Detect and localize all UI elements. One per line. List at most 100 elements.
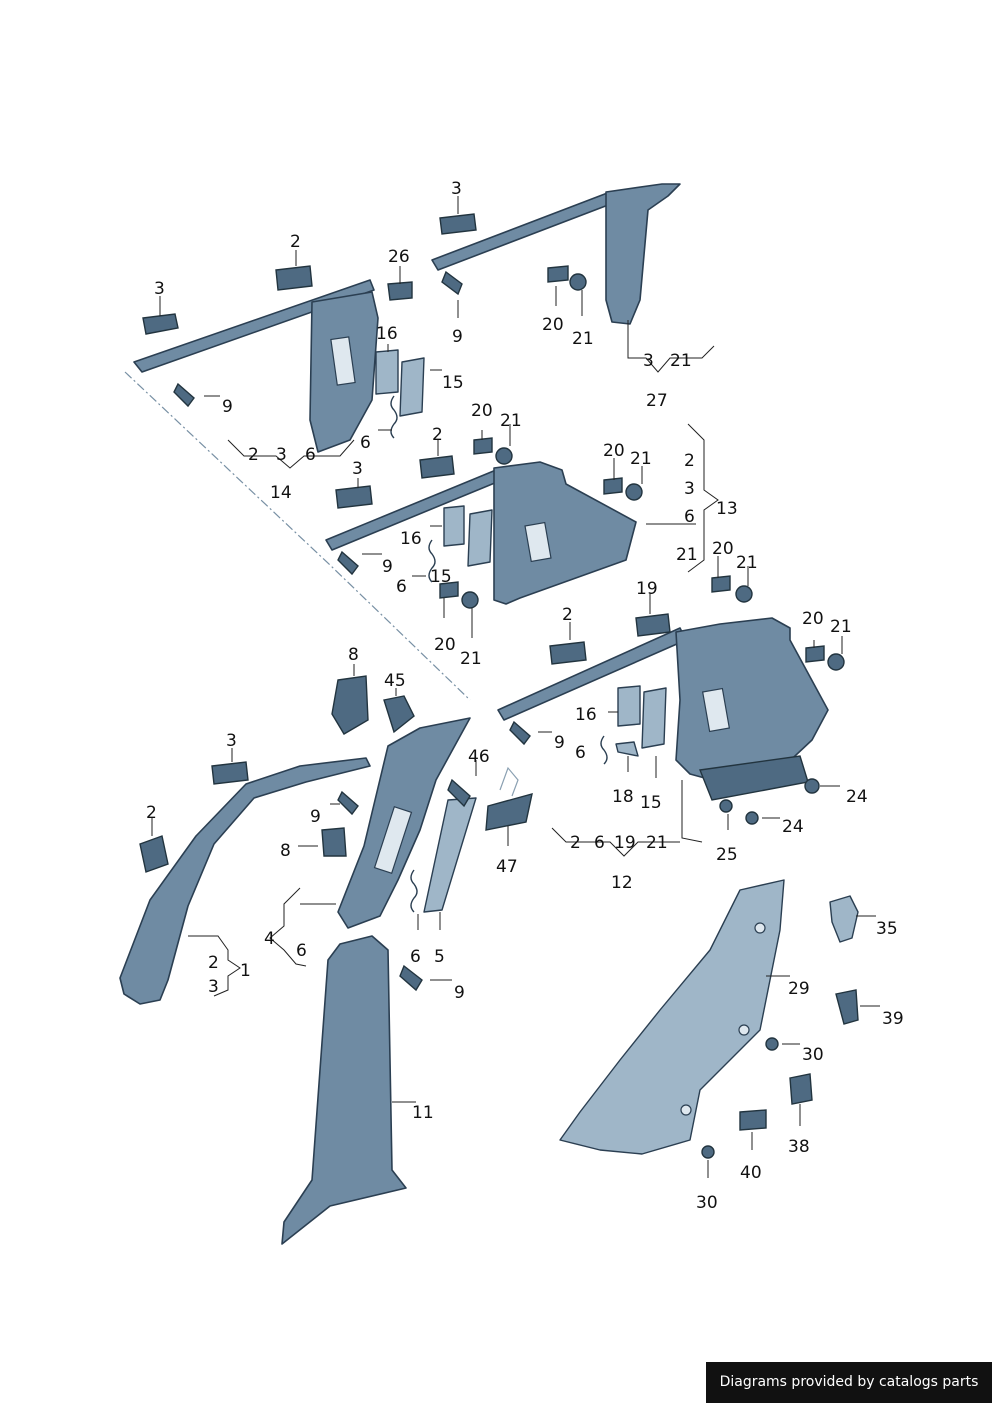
callout: 38	[788, 1137, 810, 1157]
airbag-clip-47	[499, 766, 519, 797]
callout: 19	[614, 833, 636, 853]
callout: 40	[740, 1163, 762, 1183]
part-29	[559, 879, 859, 1159]
panel-15-c	[467, 509, 493, 567]
trim-4-window	[373, 806, 413, 874]
clip-20-d	[439, 581, 459, 599]
callout: 21	[676, 545, 698, 565]
clip-3-c	[335, 485, 373, 509]
screw-9-e	[337, 790, 359, 816]
callout: 20	[471, 401, 493, 421]
callout: 5	[434, 947, 445, 967]
trim-29-hole-c	[680, 1104, 692, 1116]
callout: 20	[802, 609, 824, 629]
panel-16-d	[617, 685, 641, 727]
clip-21-a	[569, 273, 587, 291]
clip-2-d	[549, 641, 587, 665]
callout: 6	[575, 743, 586, 763]
callout: 24	[782, 817, 804, 837]
callout: 9	[222, 397, 233, 417]
callout: 18	[612, 787, 634, 807]
callout: 2	[562, 605, 573, 625]
group-12-trim	[497, 575, 845, 825]
callout: 3	[208, 977, 219, 997]
part-11	[281, 935, 423, 1245]
callout: 20	[434, 635, 456, 655]
clip-21-f	[827, 653, 845, 671]
callout: 9	[382, 557, 393, 577]
guide-line	[124, 371, 471, 701]
callout: 3	[643, 351, 654, 371]
callout: 3	[154, 279, 165, 299]
callout: 26	[388, 247, 410, 267]
trim-8-upper	[331, 675, 369, 735]
wire-6-a	[390, 395, 398, 439]
callout: 9	[554, 733, 565, 753]
airbag-badge-47	[485, 793, 533, 831]
callout: 3	[352, 459, 363, 479]
credit-badge: Diagrams provided by catalogs parts	[706, 1362, 992, 1403]
wire-6-d	[600, 735, 608, 765]
clip-19	[635, 613, 671, 637]
group-1-trim	[119, 757, 371, 1005]
panel-15-a	[399, 357, 425, 417]
callout: 21	[630, 449, 652, 469]
trim-12-panel	[675, 617, 829, 781]
clip-3-d	[211, 761, 249, 785]
callout: 45	[384, 671, 406, 691]
callout: 8	[280, 841, 291, 861]
callout: 24	[846, 787, 868, 807]
callout: 15	[442, 373, 464, 393]
screw-46	[447, 778, 471, 808]
clip-30-a	[765, 1037, 779, 1051]
callout: 47	[496, 857, 518, 877]
clip-21-b	[495, 447, 513, 465]
trim-8-lower	[321, 827, 347, 857]
screw-9-a	[173, 382, 195, 408]
callout: 15	[430, 567, 452, 587]
clip-3-b	[439, 213, 477, 235]
trim-14-window	[330, 336, 356, 386]
callout: 6	[305, 445, 316, 465]
callout: 21	[500, 411, 522, 431]
callout: 20	[712, 539, 734, 559]
callout: 2	[146, 803, 157, 823]
callout: 6	[410, 947, 421, 967]
nut-25	[719, 799, 733, 813]
panel-5	[423, 797, 477, 913]
callout: 29	[788, 979, 810, 999]
callout: 35	[876, 919, 898, 939]
clip-20-a	[547, 265, 569, 283]
callout: 14	[270, 483, 292, 503]
callout: 21	[670, 351, 692, 371]
callout: 21	[830, 617, 852, 637]
group-13-trim	[325, 437, 643, 609]
callout: 25	[716, 845, 738, 865]
clip-21-d	[461, 591, 479, 609]
callout: 30	[696, 1193, 718, 1213]
callout: 21	[572, 329, 594, 349]
cover-35	[829, 895, 859, 943]
callout: 6	[684, 507, 695, 527]
clip-30-b	[701, 1145, 715, 1159]
callout: 2	[208, 953, 219, 973]
clip-2-e	[139, 835, 169, 873]
trim-13-window	[524, 521, 552, 563]
panel-16-a	[375, 349, 399, 395]
callout: 1	[240, 961, 251, 981]
clip-26	[387, 281, 413, 301]
callout-labels: 3 2 26 3 16 15 9 6 2 3 6 14 3 9 20 21 3 …	[146, 179, 904, 1213]
callout: 2	[684, 451, 695, 471]
trim-11-panel	[281, 935, 407, 1245]
callout: 9	[452, 327, 463, 347]
screw-9-d	[509, 720, 531, 746]
clip-20-e	[711, 575, 731, 593]
callout: 2	[432, 425, 443, 445]
clip-3-a	[142, 313, 179, 335]
screw-9-c	[337, 550, 359, 576]
callout: 39	[882, 1009, 904, 1029]
trim-13-panel	[493, 461, 637, 605]
nut-24-b	[745, 811, 759, 825]
panel-15-d	[641, 687, 667, 749]
